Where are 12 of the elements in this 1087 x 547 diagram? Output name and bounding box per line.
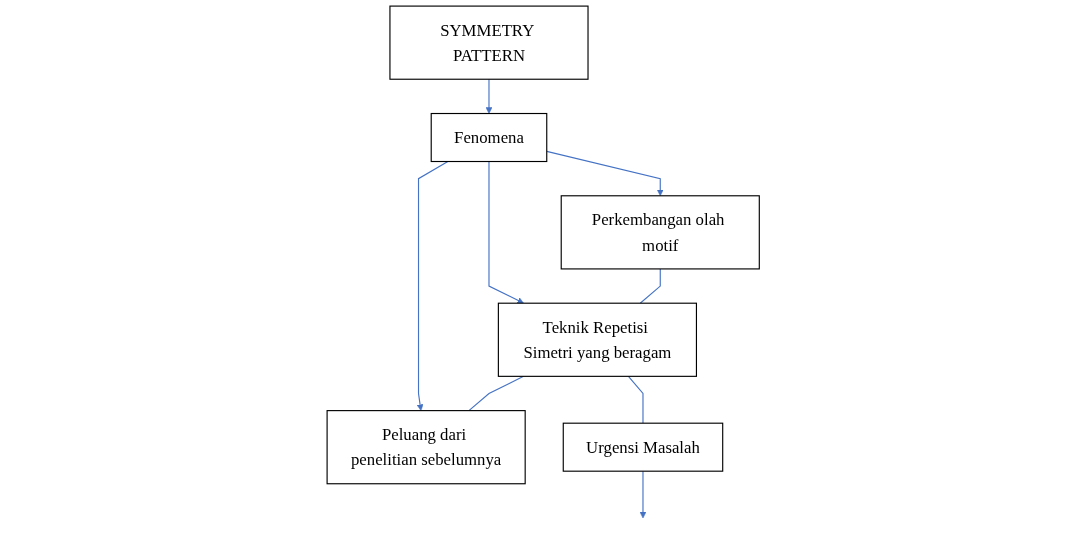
- arrow: [485, 78, 493, 114]
- connector: [628, 375, 644, 424]
- arrow: [639, 470, 647, 519]
- node-box: SYMMETRY PATTERN: [389, 5, 589, 80]
- node-box: Teknik Repetisi Simetri yang beragam: [498, 302, 698, 377]
- node-box: Peluang dari penelitian sebelumnya: [326, 410, 527, 485]
- arrow: [488, 160, 525, 304]
- arrow: [417, 160, 449, 411]
- node-box: Urgensi Masalah: [563, 422, 724, 472]
- node-box: Fenomena: [430, 112, 548, 163]
- connector: [639, 268, 662, 304]
- node-box: Perkembangan olah motif: [560, 195, 761, 270]
